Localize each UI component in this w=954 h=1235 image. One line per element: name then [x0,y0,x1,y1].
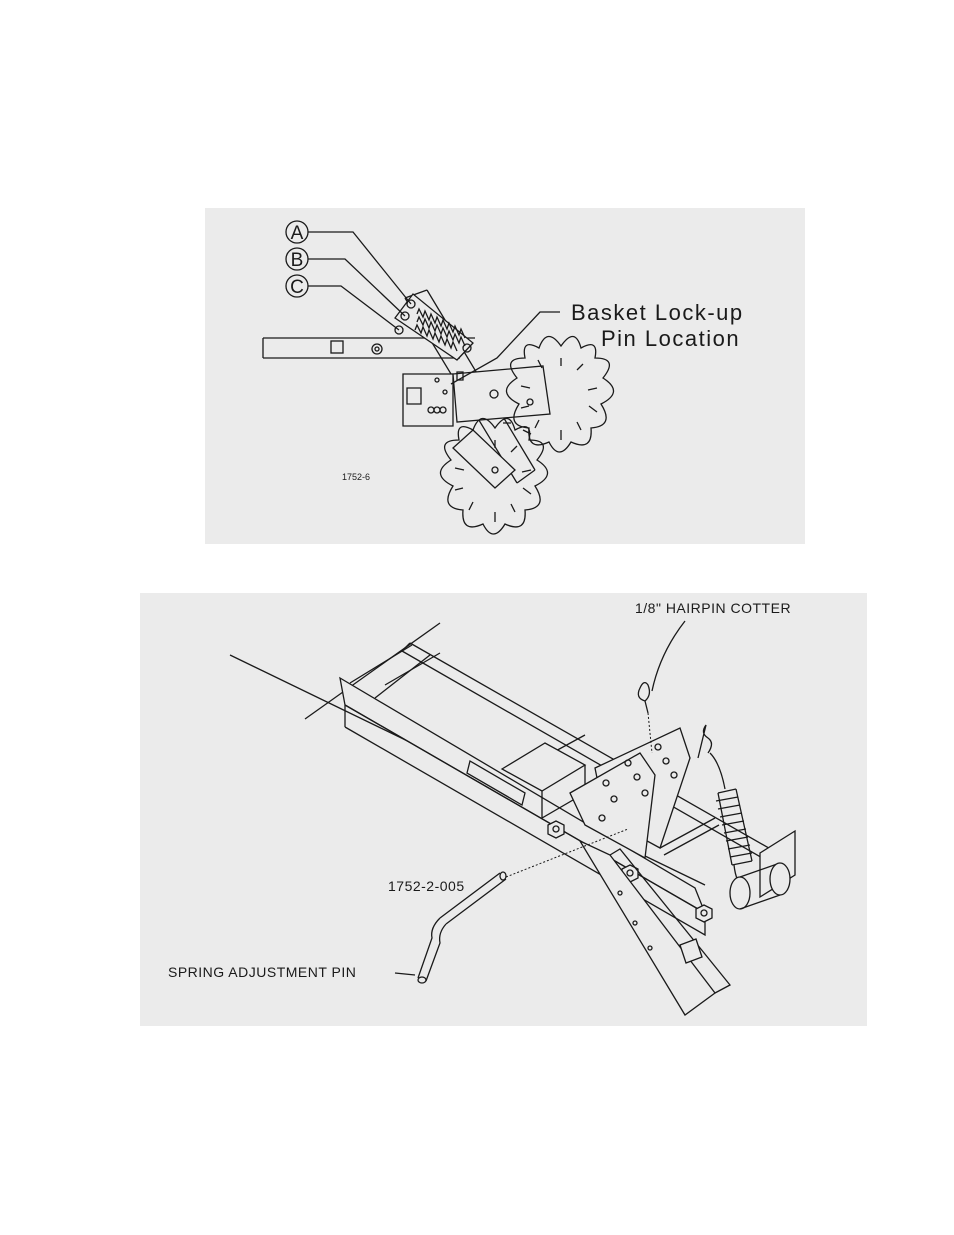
callout-b: B [286,248,308,271]
pin-label: SPRING ADJUSTMENT PIN [168,964,356,980]
extension-spring [698,725,752,888]
nut-3 [696,905,712,922]
lockup-label-line1: Basket Lock-up [571,300,744,325]
callout-c: C [286,275,308,298]
lock-plate [403,374,453,426]
figure-number: 1752-6 [342,472,370,482]
spring-adjustment-drawing: 1/8" HAIRPIN COTTER 1752-2-005 SPRING AD… [140,593,867,1026]
pin-leader [395,973,415,975]
leader-b [308,259,405,316]
hairpin-label: 1/8" HAIRPIN COTTER [635,600,791,616]
callout-c-letter: C [290,277,304,298]
cross-rod [660,818,719,855]
callout-a-letter: A [291,223,304,244]
basket-lockup-figure: A B C Basket Lock-up Pin Location 1752-6 [205,208,805,544]
lockup-label-line2: Pin Location [601,326,740,351]
hairpin-leader [652,621,685,691]
callout-b-letter: B [291,250,304,271]
callout-a: A [286,221,308,244]
leader-c [308,286,399,330]
frame-square-hole [331,341,343,353]
leader-a [308,232,411,304]
basket-lockup-drawing: A B C Basket Lock-up Pin Location 1752-6 [205,208,805,544]
spring-adjustment-figure: 1/8" HAIRPIN COTTER 1752-2-005 SPRING AD… [140,593,867,1026]
nut-1 [548,821,564,838]
lower-arm-end [453,430,515,488]
part-number: 1752-2-005 [388,878,465,894]
arm-pivot [372,344,382,354]
